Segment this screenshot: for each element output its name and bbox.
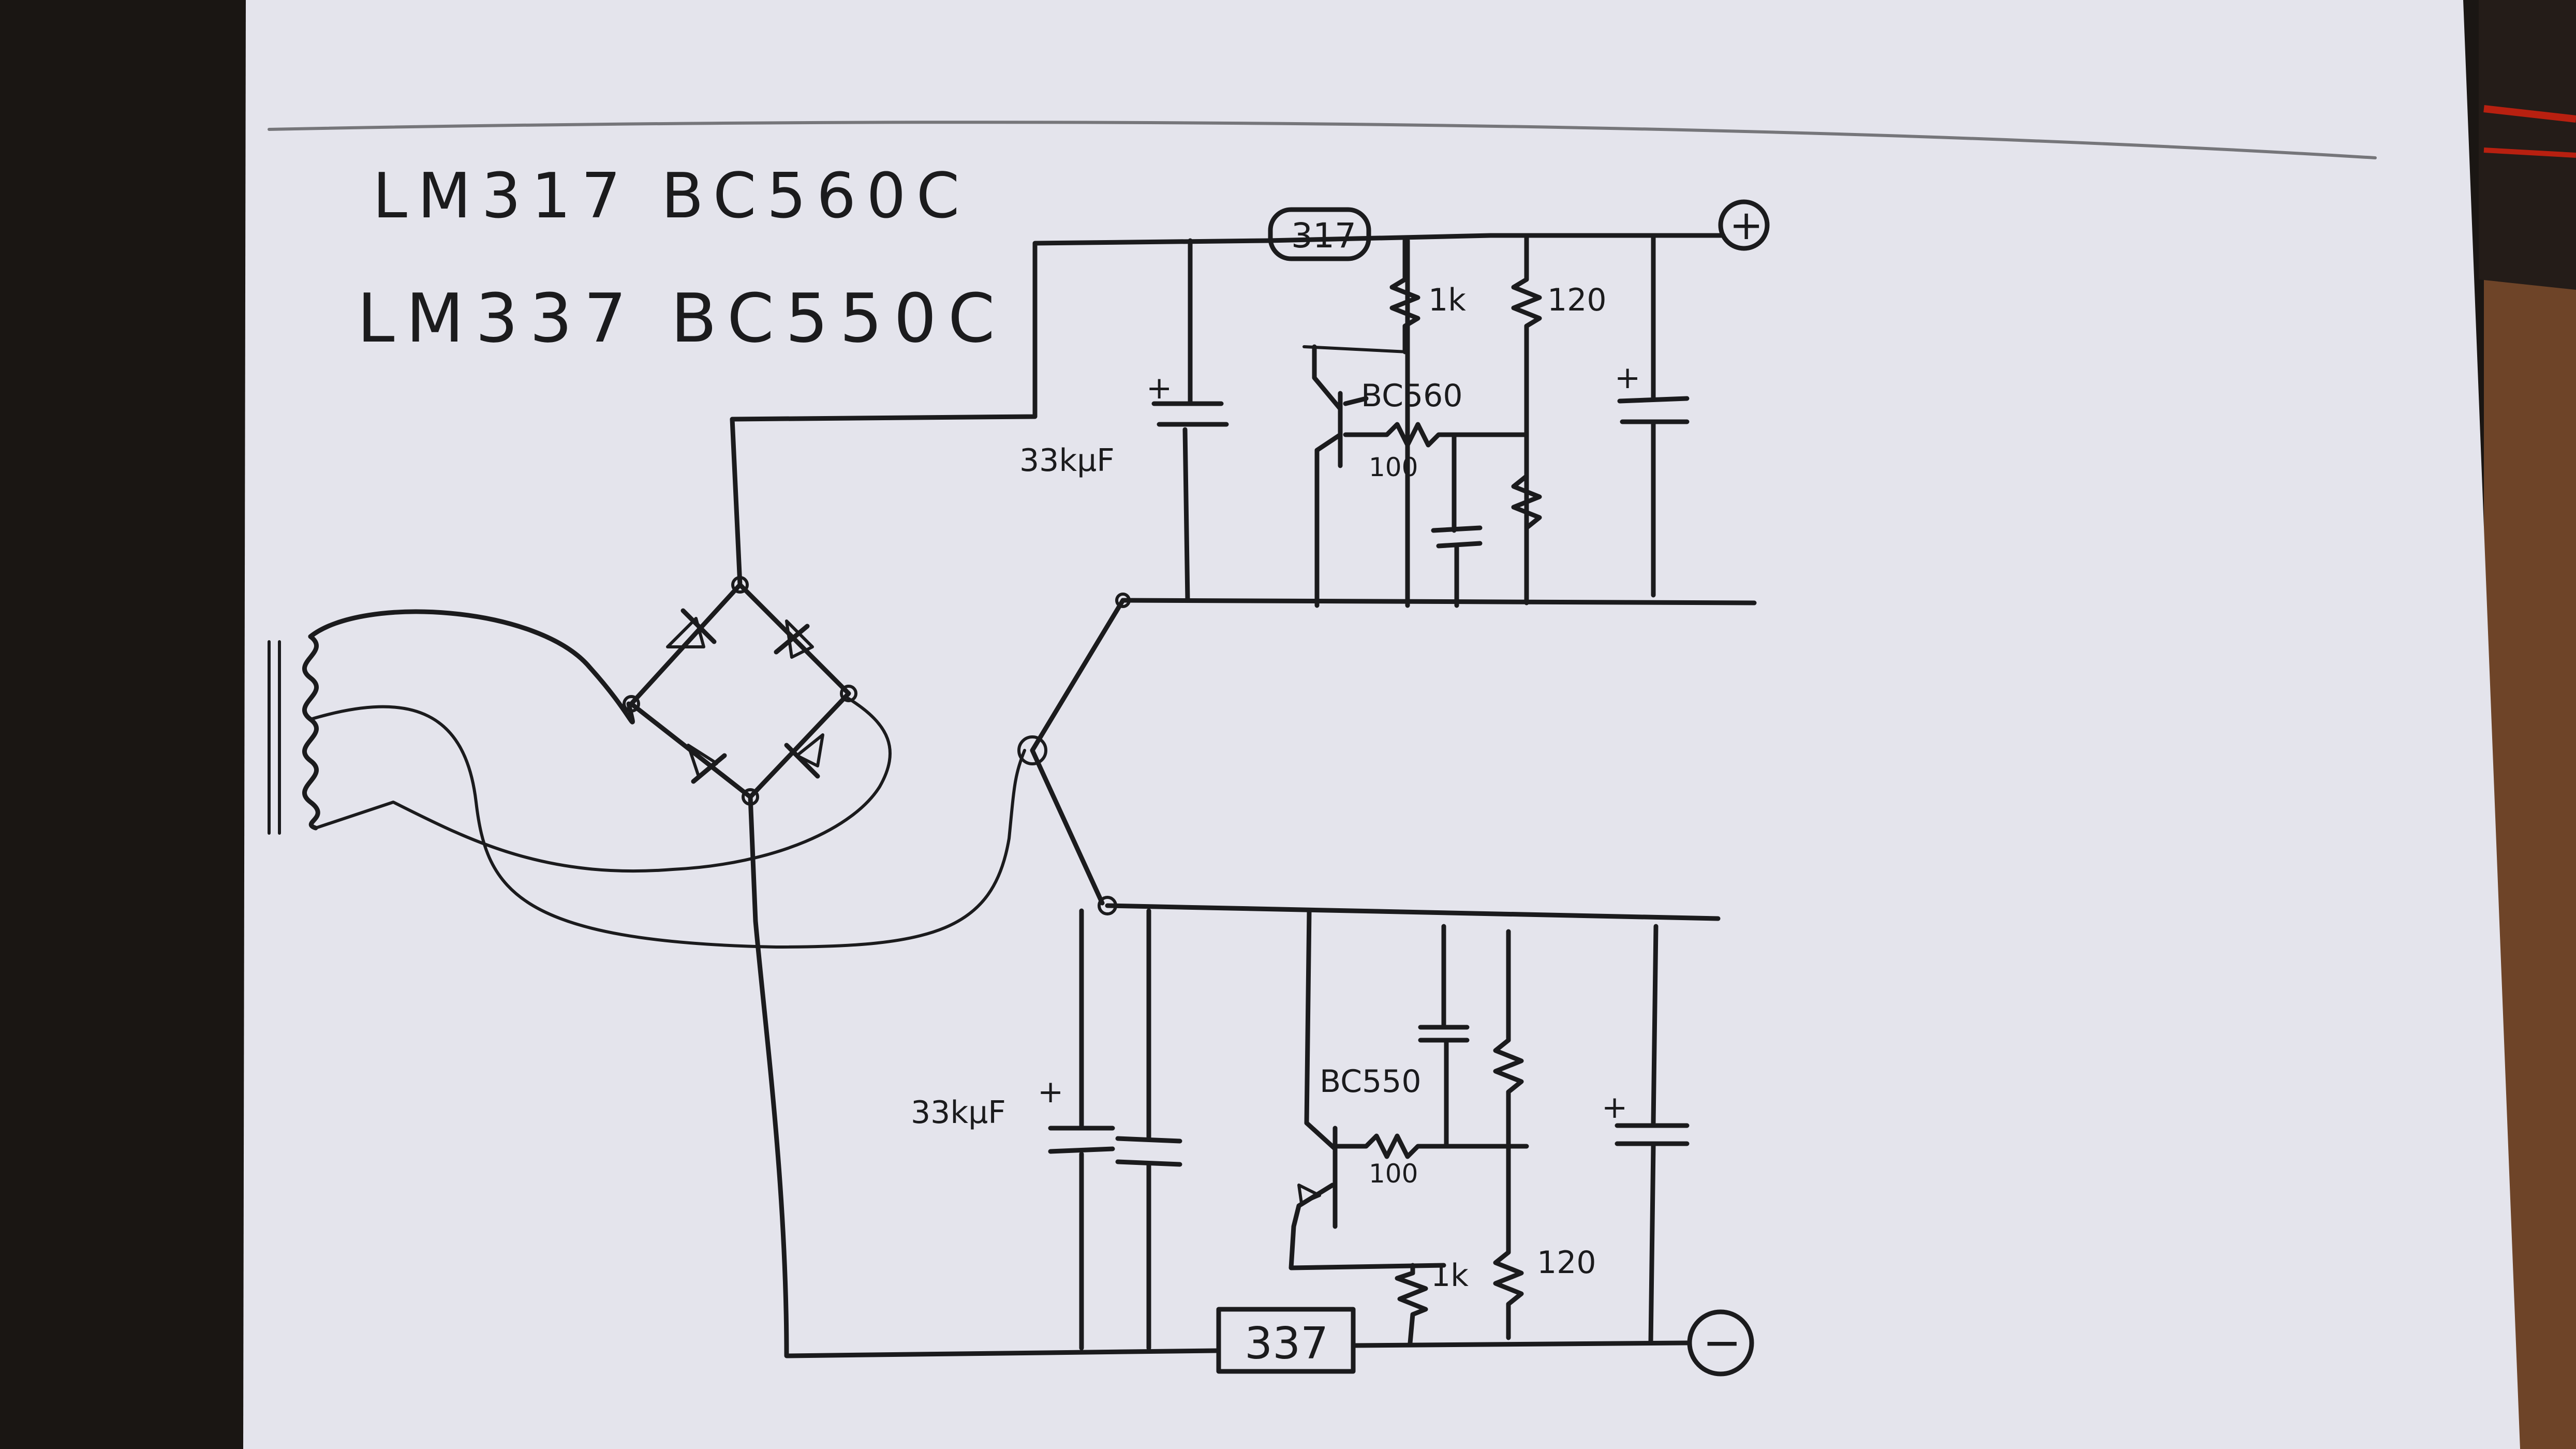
paper-sheet xyxy=(243,0,2520,1449)
regulator-337 xyxy=(1216,1307,1356,1374)
cap-top-small xyxy=(1431,432,1483,608)
header-negative-parts: LM337 BC550C xyxy=(357,279,1006,358)
positive-rail xyxy=(1265,233,1726,243)
board-corner xyxy=(2479,0,2576,290)
cap-top-input-plates xyxy=(1151,401,1229,427)
resistor-1k-bottom xyxy=(1395,1263,1428,1346)
resistor-120-bottom xyxy=(1493,929,1524,1340)
bridge-node-right xyxy=(840,685,857,702)
wire-transformer-to-bridge-left xyxy=(308,609,635,724)
resistor-1k-top xyxy=(1389,238,1420,354)
transistor-bc560-label: BC560 xyxy=(1361,378,1463,414)
resistor-100-bottom xyxy=(1335,1133,1529,1159)
diode-4 xyxy=(784,733,824,779)
transistor-bc560: BC560 xyxy=(1312,344,1463,608)
regulator-317-label: 317 xyxy=(1291,216,1356,256)
cap-bottom-output-plates xyxy=(1615,1123,1690,1146)
resistor-adj-top xyxy=(1511,474,1542,530)
positive-terminal-label: + xyxy=(1729,202,1763,249)
resistor-1k-top-label: 1k xyxy=(1428,282,1466,318)
cap-bottom-second-plates xyxy=(1115,1136,1182,1167)
ground-rail-top xyxy=(1120,598,1757,605)
cap-top-input-leads xyxy=(1182,238,1193,603)
regulator-317 xyxy=(1268,207,1371,261)
red-wire xyxy=(2483,105,2576,123)
cap-top-input-label: 33kμF xyxy=(1019,442,1115,479)
wire-bridge-negative xyxy=(748,794,1219,1358)
bridge-rectifier xyxy=(623,576,857,806)
negative-rail xyxy=(1353,1340,1690,1348)
ground-rail-bottom xyxy=(1105,903,1721,921)
cap-bottom-polarity: + xyxy=(1038,1074,1063,1110)
fold-line xyxy=(268,121,2377,159)
resistor-120-top-label: 120 xyxy=(1547,282,1607,318)
resistor-100-bottom-label: 100 xyxy=(1369,1159,1418,1189)
resistor-100-top-label: 100 xyxy=(1369,452,1418,482)
diode-2 xyxy=(774,619,814,659)
cap-bottom-small xyxy=(1418,924,1470,1149)
negative-terminal-label: − xyxy=(1702,1315,1741,1370)
transistor-bc550-label: BC550 xyxy=(1320,1063,1422,1100)
cap-bottom-output-leads xyxy=(1648,924,1659,1346)
wire-center-tap xyxy=(309,705,1026,949)
resistor-120-top xyxy=(1511,235,1542,605)
header-positive-parts: LM317 BC560C xyxy=(373,160,970,232)
ground-star-node xyxy=(1017,735,1047,765)
wire-ground-star xyxy=(1030,598,1126,906)
cap-bottom-main-plates xyxy=(1048,1126,1115,1154)
cap-top-polarity: + xyxy=(1146,370,1172,406)
cap-bottom-main-label: 33kμF xyxy=(911,1095,1006,1131)
transistor-bc550: BC550 xyxy=(1289,908,1446,1270)
resistor-1k-bottom-label: 1k xyxy=(1431,1258,1469,1294)
wire-1k-top xyxy=(1302,345,1409,353)
red-wire-2 xyxy=(2483,147,2576,158)
wire-bridge-positive xyxy=(730,238,1270,587)
positive-terminal xyxy=(1718,199,1770,251)
cap-top-output-plates xyxy=(1617,396,1690,424)
transformer xyxy=(268,634,320,835)
diode-1 xyxy=(666,608,717,648)
bridge-node-left xyxy=(623,695,640,713)
resistor-100-top xyxy=(1343,422,1529,448)
transformer-winding xyxy=(302,634,320,831)
negative-terminal xyxy=(1687,1309,1754,1377)
resistor-120-bottom-label: 120 xyxy=(1537,1245,1596,1281)
regulator-337-label: 337 xyxy=(1245,1318,1328,1369)
cap-top-output-polarity: + xyxy=(1615,360,1640,396)
cap-bottom-output-polarity: + xyxy=(1602,1089,1627,1126)
diode-3 xyxy=(687,744,727,784)
